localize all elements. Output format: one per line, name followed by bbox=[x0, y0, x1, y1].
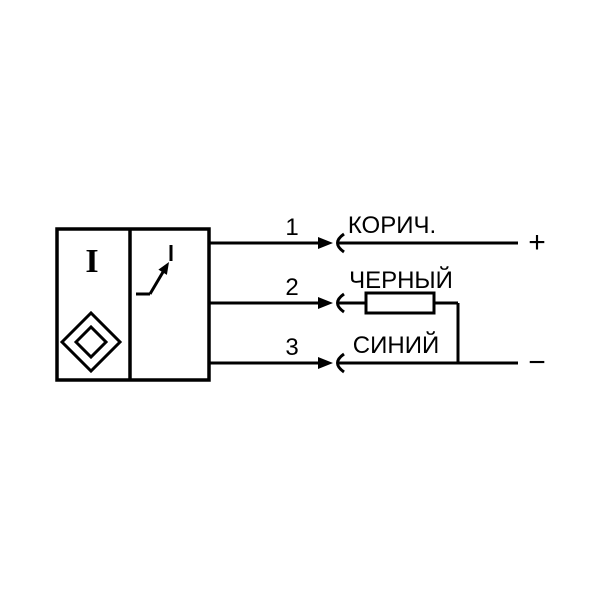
wire-2-color-label: ЧЕРНЫЙ bbox=[349, 266, 453, 294]
minus-terminal: − bbox=[528, 346, 546, 379]
wire-3: 3 СИНИЙ − bbox=[209, 331, 546, 379]
inductive-sensing-diamond-icon bbox=[59, 310, 123, 374]
load-resistor-icon bbox=[364, 291, 436, 315]
output-switch-icon bbox=[136, 245, 173, 296]
connector-pin-icon bbox=[318, 297, 333, 309]
wire-1-number: 1 bbox=[285, 214, 298, 241]
sensor-letter: I bbox=[85, 243, 98, 280]
wire-2: 2 ЧЕРНЫЙ bbox=[209, 266, 460, 363]
plus-terminal: + bbox=[528, 226, 546, 259]
wire-3-number: 3 bbox=[285, 334, 298, 361]
connector-pin-icon bbox=[318, 237, 333, 249]
wire-3-color-label: СИНИЙ bbox=[353, 331, 439, 359]
wire-1: 1 КОРИЧ. + bbox=[209, 212, 546, 259]
wire-1-color-label: КОРИЧ. bbox=[348, 212, 436, 239]
connector-pin-icon bbox=[318, 357, 333, 369]
wire-2-number: 2 bbox=[285, 274, 298, 301]
sensor-body bbox=[55, 227, 211, 382]
